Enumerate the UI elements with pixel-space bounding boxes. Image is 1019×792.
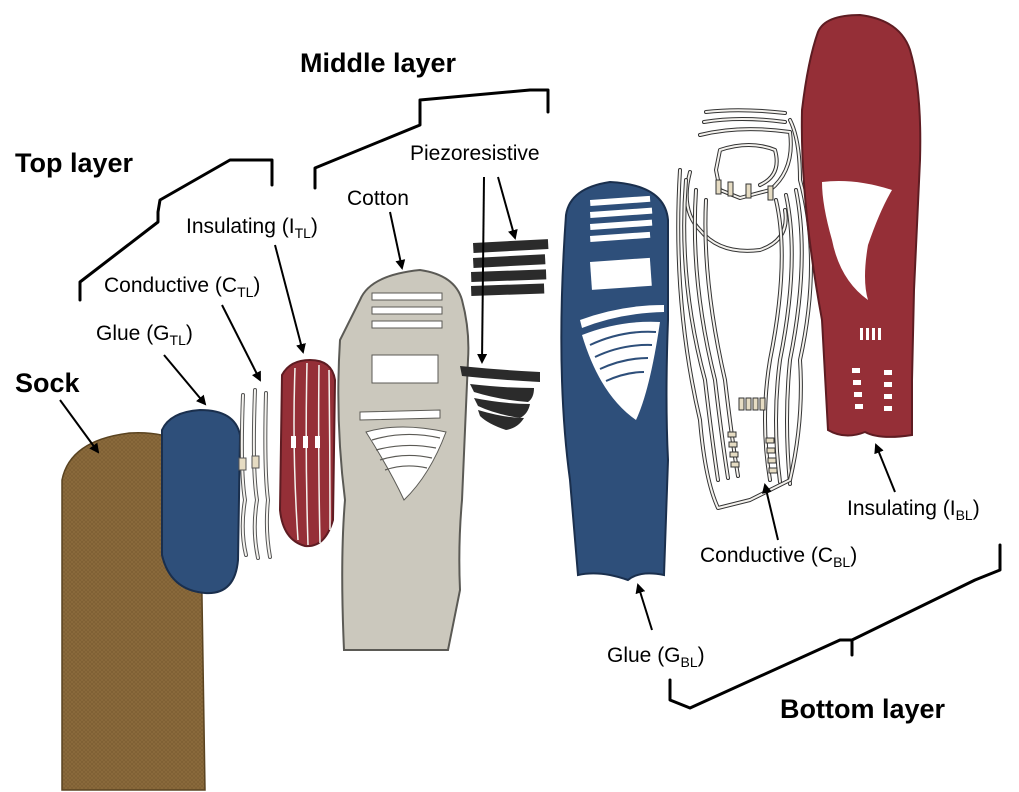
bottom-layer-title: Bottom layer: [780, 694, 946, 724]
top-layer-title: Top layer: [15, 148, 134, 178]
middle-layer-brace: [315, 90, 548, 188]
conductive-tl-pads: [239, 456, 259, 470]
conductive-tl-label: Conductive (CTL): [104, 274, 260, 300]
glue-bl-arrow: [638, 585, 652, 630]
insulating-bl-arrow: [876, 445, 895, 492]
conductive-bl-traces: [678, 110, 811, 508]
insulating-tl-windows: [291, 436, 320, 448]
cotton-arrow: [390, 212, 402, 268]
sock-title: Sock: [15, 368, 81, 398]
conductive-tl-traces: [242, 390, 270, 558]
insulating-tl-label: Insulating (ITL): [186, 215, 318, 241]
glue-tl-arrow: [164, 355, 205, 404]
piezo-arrow-short: [498, 177, 515, 238]
middle-layer-title: Middle layer: [300, 48, 457, 78]
piezo-arrow-long: [482, 177, 484, 362]
insulating-bl-label: Insulating (IBL): [847, 497, 980, 523]
conductive-bl-label: Conductive (CBL): [700, 544, 857, 570]
glue-tl-label: Glue (GTL): [96, 322, 193, 348]
conductive-bl-pads: [716, 180, 777, 473]
piezoresistive-label: Piezoresistive: [410, 142, 540, 165]
insulating-tl-arrow: [275, 245, 303, 352]
conductive-bl-arrow: [765, 485, 778, 540]
piezo-lower-strips: [460, 366, 540, 430]
glue-tl-shape: [162, 410, 240, 593]
cotton-label: Cotton: [347, 187, 409, 210]
sock-arrow: [60, 400, 98, 452]
glue-bl-label: Glue (GBL): [607, 644, 705, 670]
conductive-tl-arrow: [222, 305, 260, 380]
